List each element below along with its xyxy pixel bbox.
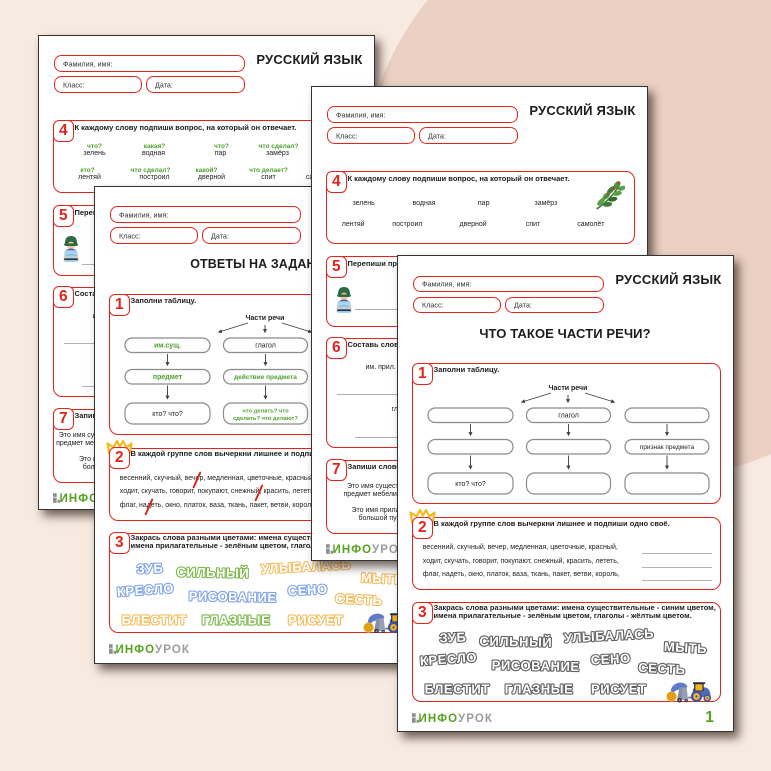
svg-text:кто? что?: кто? что? — [455, 481, 486, 488]
svg-text:БЛЕСТИТ: БЛЕСТИТ — [122, 612, 187, 627]
svg-text:сделать? что делают?: сделать? что делают? — [233, 416, 298, 422]
svg-text:РИСУЕТ: РИСУЕТ — [591, 682, 647, 697]
svg-text:кто? что?: кто? что? — [152, 411, 183, 418]
svg-text:КРЕСЛО: КРЕСЛО — [116, 580, 174, 599]
svg-text:Части речи: Части речи — [549, 385, 588, 392]
svg-text:что делать? что: что делать? что — [242, 409, 289, 415]
svg-text:РИСУЕТ: РИСУЕТ — [288, 612, 344, 627]
svg-text:ГЛАЗНЫЕ: ГЛАЗНЫЕ — [202, 612, 271, 627]
svg-text:РИСОВАНИЕ: РИСОВАНИЕ — [188, 588, 276, 605]
svg-text:РИСОВАНИЕ: РИСОВАНИЕ — [491, 658, 579, 675]
svg-text:СЕНО: СЕНО — [590, 651, 631, 668]
svg-text:признак предмета: признак предмета — [640, 444, 695, 451]
svg-text:ЗУБ: ЗУБ — [439, 630, 466, 646]
svg-text:предмет: предмет — [153, 375, 183, 382]
svg-text:СЕНО: СЕНО — [287, 581, 328, 598]
svg-text:ГЛАЗНЫЕ: ГЛАЗНЫЕ — [505, 682, 574, 697]
svg-text:глагол: глагол — [255, 343, 276, 350]
svg-text:МЫТЬ: МЫТЬ — [360, 570, 404, 587]
svg-text:УЛЫБАЛАСЬ: УЛЫБАЛАСЬ — [261, 557, 352, 577]
svg-text:Части речи: Части речи — [246, 315, 285, 322]
svg-text:УЛЫБАЛАСЬ: УЛЫБАЛАСЬ — [564, 626, 655, 646]
svg-text:глагол: глагол — [558, 412, 579, 419]
svg-text:СЕСТЬ: СЕСТЬ — [335, 591, 383, 608]
svg-text:СИЛЬНЫЙ: СИЛЬНЫЙ — [479, 634, 552, 650]
svg-text:БЛЕСТИТ: БЛЕСТИТ — [425, 682, 490, 697]
svg-text:СЕСТЬ: СЕСТЬ — [638, 660, 686, 677]
svg-text:СИЛЬНЫЙ: СИЛЬНЫЙ — [176, 564, 249, 580]
svg-text:ЗУБ: ЗУБ — [136, 560, 163, 576]
svg-text:им.сущ.: им.сущ. — [154, 343, 181, 350]
svg-text:действие предмета: действие предмета — [234, 374, 297, 382]
svg-text:КРЕСЛО: КРЕСЛО — [419, 650, 477, 669]
svg-text:МЫТЬ: МЫТЬ — [663, 639, 707, 656]
